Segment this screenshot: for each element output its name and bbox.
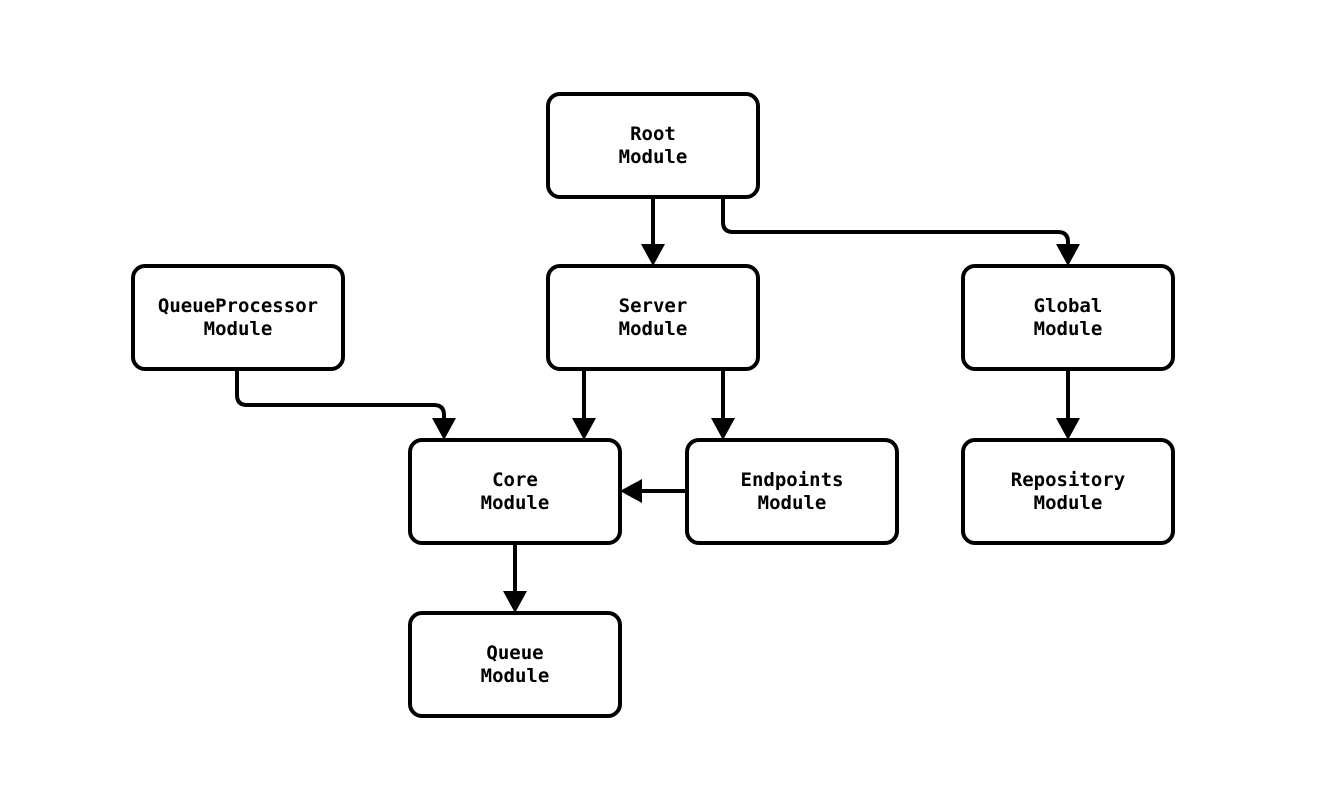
node-box[interactable] (961, 264, 1175, 371)
edge-server-to-core (572, 369, 596, 440)
node-label-line1: Server (619, 295, 688, 317)
node-box[interactable] (546, 92, 760, 199)
node-label-line1: Core (492, 469, 538, 491)
node-box[interactable] (961, 438, 1175, 545)
node-label-line2: Module (619, 318, 688, 340)
node-label-line2: Module (481, 665, 550, 687)
node-label-line2: Module (758, 492, 827, 514)
arrowhead-icon (572, 418, 596, 440)
edges-layer (235, 197, 1080, 613)
node-label-line2: Module (619, 146, 688, 168)
edge-global-to-repository (1056, 369, 1080, 440)
arrowhead-icon (1056, 244, 1080, 266)
edge-endpoints-to-core (620, 479, 687, 503)
node-label-line1: Root (630, 123, 676, 145)
arrowhead-icon (620, 479, 642, 503)
edge-core-to-queue (503, 543, 527, 613)
nodes-layer: RootModuleQueueProcessorModuleServerModu… (131, 92, 1175, 718)
node-label-line1: Queue (486, 642, 543, 664)
edge-root-to-server (641, 197, 665, 266)
edge-server-to-endpoints (711, 369, 735, 440)
edge-root-to-global (721, 197, 1080, 266)
node-label-line2: Module (1034, 492, 1103, 514)
arrowhead-icon (432, 418, 456, 440)
node-label-line1: Global (1034, 295, 1103, 317)
node-label-line1: Endpoints (741, 469, 844, 491)
arrowhead-icon (1056, 418, 1080, 440)
node-box[interactable] (131, 264, 345, 371)
arrowhead-icon (641, 244, 665, 266)
edge-queueprocessor-to-core (235, 369, 456, 440)
node-box[interactable] (546, 264, 760, 371)
arrowhead-icon (503, 591, 527, 613)
node-label-line2: Module (1034, 318, 1103, 340)
edge-line (721, 197, 1070, 248)
node-box[interactable] (408, 611, 622, 718)
node-label-line2: Module (204, 318, 273, 340)
node-label-line1: QueueProcessor (158, 295, 318, 317)
node-label-line2: Module (481, 492, 550, 514)
node-box[interactable] (685, 438, 899, 545)
edge-line (235, 369, 446, 422)
arrowhead-icon (711, 418, 735, 440)
node-box[interactable] (408, 438, 622, 545)
node-label-line1: Repository (1011, 469, 1125, 491)
